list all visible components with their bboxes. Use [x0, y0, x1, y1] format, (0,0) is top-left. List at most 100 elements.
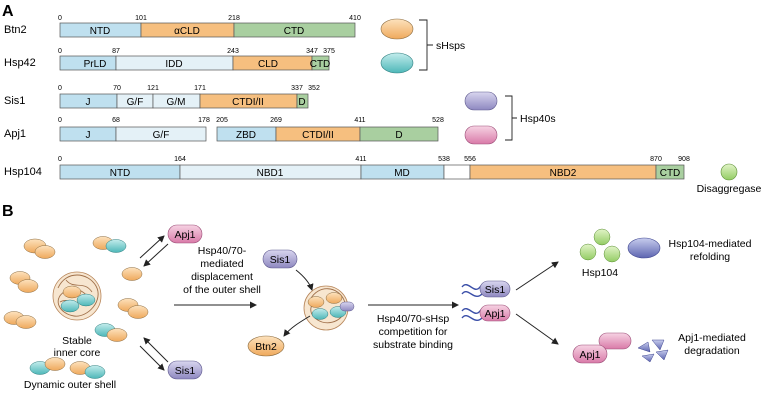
- step1-line1: Hsp40/70-: [198, 245, 247, 257]
- protein-name-apj1: Apj1: [4, 128, 26, 140]
- hsp40s-label: Hsp40s: [520, 113, 556, 125]
- sis1-chaperone-pill-bottom: [167, 360, 203, 380]
- tick-hsp42-347: 347: [306, 48, 318, 55]
- degrade-line1: Apj1-mediated: [678, 332, 746, 344]
- domain-label-hsp42-ctd: CTD: [310, 59, 331, 70]
- step2-line1: Hsp40/70-sHsp: [377, 313, 450, 325]
- disaggregase-label: Disaggregase: [697, 183, 762, 195]
- step1-line2: mediated: [200, 258, 243, 270]
- domain-btn2-ctd: [233, 22, 356, 38]
- core-label-line1: Stable: [62, 335, 92, 347]
- stable-inner-core-aggregate: [52, 271, 102, 321]
- sis1-domain-bar: [59, 93, 309, 109]
- protein-name-hsp104: Hsp104: [4, 166, 42, 178]
- panel-a-label: A: [2, 3, 14, 20]
- tick-apj1-411: 411: [354, 117, 365, 124]
- middle-aggregate: [303, 285, 355, 331]
- tick-btn2-101: 101: [135, 15, 147, 22]
- domain-label-sis1-d: D: [298, 97, 305, 108]
- protein-name-sis1: Sis1: [4, 95, 25, 107]
- domain-label-apj1-ctd: CTDI/II: [302, 130, 334, 141]
- tick-sis1-0: 0: [58, 85, 62, 92]
- degradation-arrow: [515, 313, 559, 345]
- hsp104-green-icon: [720, 163, 738, 181]
- tick-hsp104-870: 870: [650, 156, 662, 163]
- tick-sis1-70: 70: [113, 85, 121, 92]
- arrow-to-apj1: [139, 235, 165, 259]
- domain-hsp104-linker: [443, 164, 471, 180]
- tick-apj1-528: 528: [432, 117, 444, 124]
- tick-btn2-0: 0: [58, 15, 62, 22]
- tick-hsp42-375: 375: [323, 48, 335, 55]
- sis1-substrate-complex: [461, 280, 511, 298]
- apj1-complex-label: Apj1: [484, 308, 505, 320]
- tick-hsp104-556: 556: [464, 156, 476, 163]
- hsp42-domain-bar: [59, 55, 330, 71]
- arrow-to-sis1-bottom: [139, 345, 165, 371]
- tick-sis1-171: 171: [194, 85, 206, 92]
- domain-label-btn2-ctd: CTD: [284, 26, 305, 37]
- sis1-complex-label: Sis1: [485, 284, 506, 296]
- apj1-degradation-pill: [572, 344, 608, 364]
- arrow-from-apj1: [143, 243, 169, 267]
- btn2-orange-icon: [380, 18, 414, 40]
- apj1-pink-icon: [464, 125, 498, 145]
- tick-hsp104-164: 164: [174, 156, 186, 163]
- panel-b-label: B: [2, 203, 14, 220]
- tick-apj1-269: 269: [270, 117, 282, 124]
- apj1-degradation-pill-top: [598, 332, 632, 350]
- domain-hsp42-ctd: [311, 55, 330, 71]
- arrow-from-sis1-bottom: [143, 337, 169, 363]
- tick-apj1-178: 178: [198, 117, 210, 124]
- apj1-chaperone-pill: [167, 224, 203, 244]
- domain-label-hsp104-md: MD: [394, 168, 410, 179]
- degrade-line2: degradation: [684, 345, 740, 357]
- sis1-chaperone-pill-mid: [262, 249, 298, 269]
- tick-btn2-218: 218: [228, 15, 240, 22]
- domain-apj1-gf: [115, 126, 207, 142]
- sis1-purple-icon: [464, 91, 498, 111]
- tick-hsp42-243: 243: [227, 48, 239, 55]
- domain-label-hsp104-ntd: NTD: [110, 168, 131, 179]
- domain-label-hsp42-idd: IDD: [165, 59, 182, 70]
- apj1-substrate-complex: [461, 304, 511, 322]
- sis1-binding-arrow: [295, 269, 314, 291]
- domain-label-hsp104-nbd2: NBD2: [550, 168, 577, 179]
- hsp104-label: Hsp104: [582, 267, 618, 279]
- domain-label-btn2-aclid: αCLD: [174, 26, 200, 37]
- shsps-label: sHsps: [436, 40, 465, 52]
- degraded-fragments-icon: [637, 339, 669, 363]
- tick-hsp42-0: 0: [58, 48, 62, 55]
- tick-btn2-410: 410: [349, 15, 361, 22]
- step1-line3: displacement: [191, 271, 253, 283]
- step2-line3: substrate binding: [373, 339, 453, 351]
- sis1-pill-bottom-label: Sis1: [175, 365, 196, 377]
- outer-shell-label: Dynamic outer shell: [24, 379, 116, 391]
- domain-label-sis1-gm: G/M: [167, 97, 186, 108]
- domain-hsp104-ctd: [655, 164, 685, 180]
- refolded-protein-icon: [627, 237, 661, 259]
- btn2-released-label: Btn2: [255, 341, 277, 353]
- tick-apj1-0: 0: [58, 117, 62, 124]
- domain-label-btn2-ntd: NTD: [90, 26, 111, 37]
- protein-name-hsp42: Hsp42: [4, 57, 36, 69]
- tick-hsp42-87: 87: [112, 48, 120, 55]
- hsp42-teal-icon: [380, 52, 414, 74]
- domain-label-sis1-j: J: [86, 97, 91, 108]
- step2-line2: competition for: [379, 326, 448, 338]
- domain-label-apj1-gf: G/F: [153, 130, 170, 141]
- domain-label-hsp104-ctd: CTD: [660, 168, 681, 179]
- refold-line2: refolding: [690, 251, 730, 263]
- tick-apj1-68: 68: [112, 117, 120, 124]
- apj1-pill-label: Apj1: [174, 229, 195, 241]
- domain-label-hsp104-nbd1: NBD1: [257, 168, 284, 179]
- domain-label-sis1-ctd: CTDI/II: [232, 97, 264, 108]
- refolding-arrow: [515, 261, 559, 291]
- domain-label-hsp42-prld: PrLD: [84, 59, 107, 70]
- domain-label-sis1-gf: G/F: [127, 97, 144, 108]
- tick-sis1-121: 121: [147, 85, 159, 92]
- btn2-released-particle: [247, 335, 285, 357]
- domain-label-apj1-j: J: [86, 130, 91, 141]
- refold-line1: Hsp104-mediated: [669, 238, 752, 250]
